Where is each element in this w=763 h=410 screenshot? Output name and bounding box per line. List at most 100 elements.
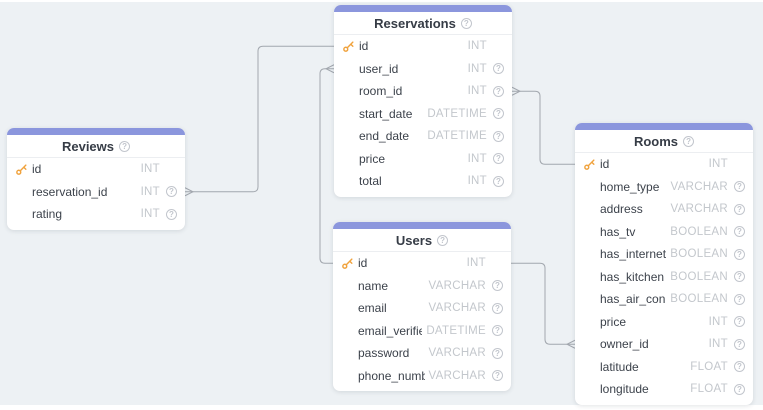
field-name: reservation_id bbox=[32, 184, 108, 199]
field-type: INT bbox=[708, 158, 728, 171]
field-help-slot: ? bbox=[734, 248, 745, 260]
field-type: INT bbox=[467, 62, 487, 75]
table-accent-bar bbox=[333, 222, 511, 229]
primary-key-icon bbox=[343, 41, 354, 52]
table-title-row-reservations[interactable]: Reservations? bbox=[334, 12, 512, 35]
field-help-icon[interactable]: ? bbox=[166, 186, 177, 198]
table-title-row-rooms[interactable]: Rooms? bbox=[575, 130, 753, 153]
relationship-rooms_owner_id-users_id[interactable] bbox=[511, 262, 575, 345]
field-help-icon[interactable]: ? bbox=[493, 153, 504, 165]
table-title: Users bbox=[395, 232, 433, 248]
field-type: INT bbox=[140, 185, 160, 198]
field-help-icon[interactable]: ? bbox=[492, 280, 503, 292]
many-side-arrow-icon bbox=[184, 187, 195, 197]
field-help-icon[interactable]: ? bbox=[166, 208, 177, 220]
field-name: phone_numbe bbox=[358, 368, 425, 383]
field-name: home_type bbox=[600, 179, 660, 194]
field-name: has_internet bbox=[600, 247, 667, 262]
table-title-row-reviews[interactable]: Reviews? bbox=[7, 135, 185, 158]
field-type: BOOLEAN bbox=[670, 270, 728, 283]
field-help-icon[interactable]: ? bbox=[734, 271, 745, 283]
field-name: latitude bbox=[600, 359, 639, 374]
field-rooms-id[interactable]: id INT bbox=[575, 153, 753, 176]
primary-key-slot bbox=[15, 163, 32, 176]
field-name: price bbox=[600, 314, 627, 329]
field-help-icon[interactable]: ? bbox=[493, 108, 504, 120]
field-name: id bbox=[600, 157, 610, 172]
field-help-icon[interactable]: ? bbox=[734, 316, 745, 328]
field-help-icon[interactable]: ? bbox=[492, 370, 503, 382]
field-users-email_verified_[interactable]: email_verified_DATETIME? bbox=[333, 320, 511, 343]
field-help-icon[interactable]: ? bbox=[493, 63, 504, 75]
field-type: BOOLEAN bbox=[670, 248, 728, 261]
primary-key-icon bbox=[584, 159, 595, 170]
field-name: owner_id bbox=[600, 337, 649, 352]
field-help-icon[interactable]: ? bbox=[734, 293, 745, 305]
field-help-slot: ? bbox=[493, 63, 504, 75]
field-help-icon[interactable]: ? bbox=[492, 302, 503, 314]
field-name: name bbox=[358, 278, 389, 293]
field-help-slot: ? bbox=[492, 347, 503, 359]
field-type: BOOLEAN bbox=[670, 225, 728, 238]
field-help-icon[interactable]: ? bbox=[493, 130, 504, 142]
field-type: INT bbox=[467, 175, 487, 188]
field-help-icon[interactable]: ? bbox=[734, 338, 745, 350]
field-help-icon[interactable]: ? bbox=[493, 175, 504, 187]
table-help-icon[interactable]: ? bbox=[437, 234, 449, 246]
field-help-icon[interactable]: ? bbox=[734, 181, 745, 193]
many-side-arrow-icon bbox=[565, 339, 576, 349]
table-help-icon[interactable]: ? bbox=[460, 17, 472, 29]
field-help-slot: ? bbox=[493, 130, 504, 142]
field-help-icon[interactable]: ? bbox=[734, 203, 745, 215]
relationship-reviews_reservation_id-reservations_id[interactable] bbox=[185, 45, 334, 193]
field-help-slot: ? bbox=[734, 316, 745, 328]
field-type: INT bbox=[467, 40, 487, 53]
field-help-icon[interactable]: ? bbox=[734, 383, 745, 395]
field-help-icon[interactable]: ? bbox=[734, 248, 745, 260]
field-help-slot: ? bbox=[492, 302, 503, 314]
relationship-reservations_room_id-rooms_id[interactable] bbox=[512, 90, 575, 165]
field-reviews-reservation_id[interactable]: reservation_id INT? bbox=[7, 181, 185, 204]
table-help-icon[interactable]: ? bbox=[683, 135, 695, 147]
field-help-icon[interactable]: ? bbox=[493, 85, 504, 97]
relationship-reservations_user_id-users_id[interactable] bbox=[319, 68, 334, 264]
field-help-icon[interactable]: ? bbox=[492, 325, 503, 337]
field-help-slot: ? bbox=[734, 181, 745, 193]
field-users-phone_numbe[interactable]: phone_numbeVARCHAR? bbox=[333, 365, 511, 388]
field-help-icon[interactable]: ? bbox=[734, 226, 745, 238]
field-help-icon[interactable]: ? bbox=[734, 361, 745, 373]
table-help-icon[interactable]: ? bbox=[119, 140, 131, 152]
field-help-icon[interactable]: ? bbox=[492, 347, 503, 359]
table-title-row-users[interactable]: Users? bbox=[333, 229, 511, 252]
